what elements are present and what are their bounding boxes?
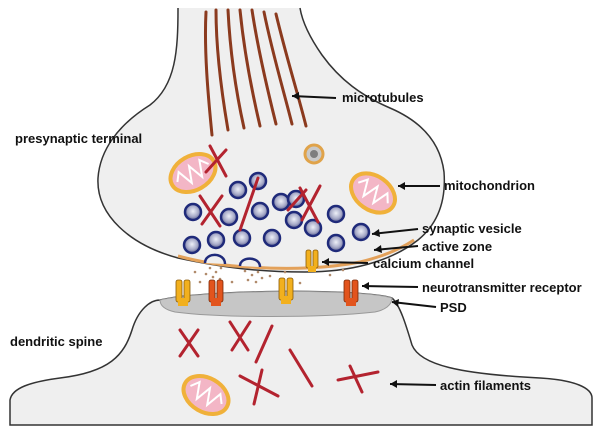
actin-filament bbox=[238, 176, 260, 232]
actin-filament bbox=[178, 328, 200, 358]
actin-filaments-postsynaptic bbox=[178, 320, 380, 406]
synaptic-vesicle bbox=[250, 201, 270, 221]
microtubule bbox=[203, 10, 214, 137]
synaptic-vesicle bbox=[303, 218, 323, 238]
label-neurotransmitter-receptor: neurotransmitter receptor bbox=[422, 280, 582, 295]
label-microtubules: microtubules bbox=[342, 90, 424, 105]
microtubule bbox=[226, 8, 246, 130]
synaptic-vesicles bbox=[182, 171, 371, 255]
receptor-yellow-left bbox=[175, 279, 191, 306]
actin-filament bbox=[228, 320, 252, 352]
label-calcium-channel: calcium channel bbox=[373, 256, 474, 271]
fusing-vesicles bbox=[203, 253, 262, 268]
active-zone-membrane bbox=[177, 238, 415, 270]
label-active-zone: active zone bbox=[422, 239, 492, 254]
actin-filament bbox=[254, 324, 274, 364]
microtubules-group bbox=[203, 8, 308, 137]
microtubule bbox=[238, 8, 262, 128]
label-dendritic-spine: dendritic spine bbox=[10, 334, 102, 349]
fusing-vesicle bbox=[238, 257, 262, 268]
synaptic-vesicle bbox=[326, 233, 346, 253]
mitochondrion-presynaptic-left bbox=[168, 152, 218, 194]
actin-filament bbox=[336, 364, 380, 394]
actin-filament bbox=[288, 348, 314, 388]
mitochondrion-postsynaptic bbox=[181, 374, 231, 416]
synaptic-vesicle bbox=[326, 204, 346, 224]
synaptic-vesicle bbox=[206, 230, 226, 250]
actin-filament bbox=[238, 368, 280, 406]
label-presynaptic-terminal: presynaptic terminal bbox=[15, 131, 142, 146]
synaptic-vesicle bbox=[351, 222, 371, 242]
synaptic-vesicle bbox=[271, 192, 291, 212]
calcium-channel bbox=[305, 249, 319, 272]
mitochondrion-presynaptic-right bbox=[349, 171, 397, 215]
presynaptic-terminal-shape bbox=[97, 7, 446, 273]
receptor-orange-left bbox=[208, 279, 224, 306]
synaptic-vesicle bbox=[232, 228, 252, 248]
synaptic-vesicle bbox=[219, 207, 239, 227]
label-synaptic-vesicle: synaptic vesicle bbox=[422, 221, 522, 236]
actin-filament bbox=[198, 194, 224, 228]
synaptic-vesicle bbox=[183, 202, 203, 222]
receptor-orange-right bbox=[343, 279, 359, 306]
synaptic-vesicle bbox=[228, 180, 248, 200]
label-arrows bbox=[291, 92, 440, 388]
synaptic-vesicle bbox=[284, 210, 304, 230]
label-mitochondrion: mitochondrion bbox=[444, 178, 535, 193]
fusing-vesicle bbox=[203, 253, 227, 265]
label-actin-filaments: actin filaments bbox=[440, 378, 531, 393]
synaptic-vesicle bbox=[182, 235, 202, 255]
actin-filament bbox=[286, 188, 308, 212]
microtubule bbox=[274, 12, 308, 128]
actin-filaments-presynaptic bbox=[198, 144, 322, 232]
actin-filament bbox=[204, 144, 228, 178]
label-psd: PSD bbox=[440, 300, 467, 315]
microtubule bbox=[214, 8, 230, 132]
receptor-yellow-center bbox=[278, 277, 294, 304]
microtubule bbox=[262, 10, 294, 126]
synaptic-vesicle bbox=[262, 228, 282, 248]
microtubule bbox=[250, 8, 278, 126]
